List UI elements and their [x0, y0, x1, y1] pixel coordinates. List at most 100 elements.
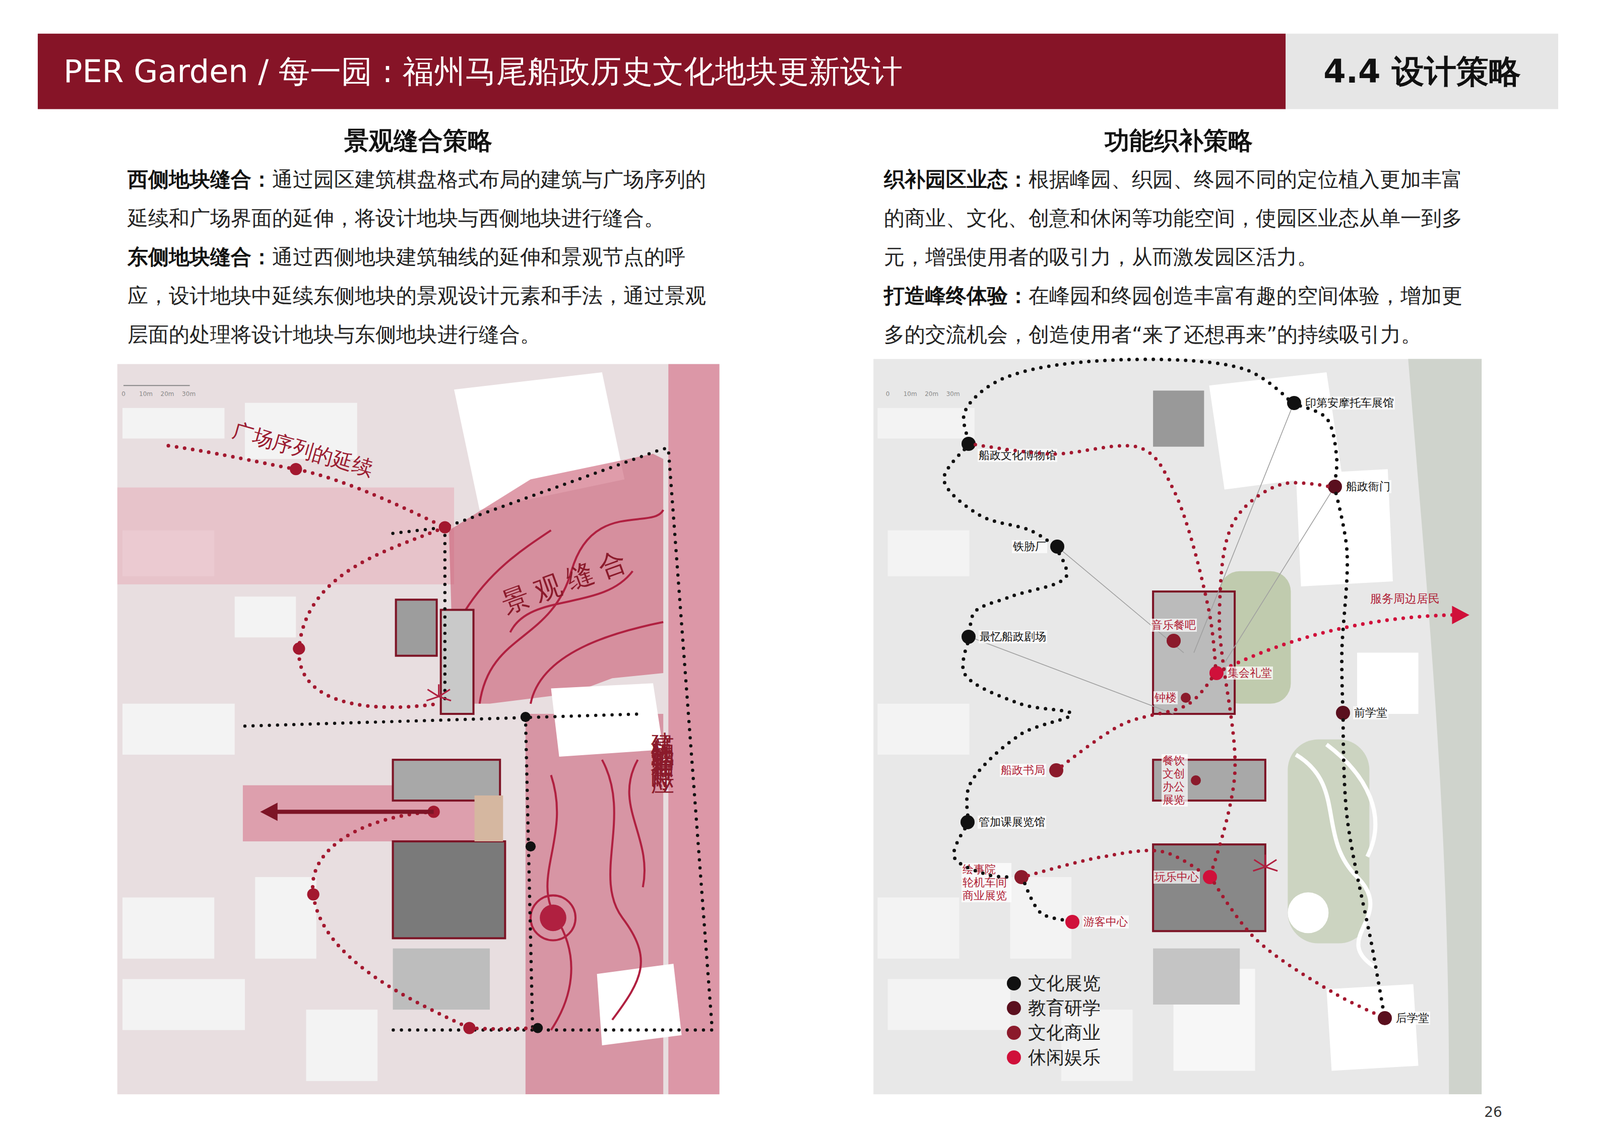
site-plan: [1326, 984, 1419, 1071]
site-plan: [1061, 1009, 1133, 1082]
point-label: 印第安摩托车展馆: [1304, 396, 1395, 410]
site-plan: [393, 759, 501, 801]
section-number: 4.4 设计策略: [1323, 49, 1521, 94]
bell-tower-symbol: [438, 696, 452, 701]
site-plan: [1357, 653, 1419, 715]
site-plan: [877, 897, 959, 959]
site-plan: [122, 704, 235, 755]
bell-tower-symbol: [1265, 860, 1277, 868]
site-plan: [1208, 372, 1342, 490]
leader-line: [968, 403, 1335, 715]
site-plan: [393, 841, 506, 939]
site-plan: [1153, 844, 1266, 932]
bell-tower-symbol: [427, 689, 439, 697]
header-bar: [37, 33, 1286, 110]
site-plan: [1010, 877, 1072, 959]
node-dot: [438, 521, 452, 534]
route-line: [1300, 406, 1337, 480]
plaza-sequence: [298, 527, 445, 708]
site-plan: [1153, 390, 1204, 447]
bell-tower-symbol: [1254, 860, 1266, 868]
site-point: 最忆船政剧场: [961, 629, 976, 645]
site-point: 餐饮 文创 办公 展览: [1190, 775, 1201, 786]
site-point: 前学堂: [1335, 706, 1351, 721]
legend-label: 休闲娱乐: [1028, 1047, 1101, 1068]
annotation: 景观缝合: [496, 540, 639, 623]
site-point: 铁胁厂: [1050, 539, 1065, 554]
paragraph: 西侧地块缝合：通过园区建筑棋盘格式布局的建筑与广场序列的延续和广场界面的延伸，将…: [127, 160, 715, 238]
annotation: 广场序列的延续: [229, 416, 376, 484]
header-bar: [37, 33, 1559, 110]
axis-line: [244, 714, 644, 727]
lead-in: 东侧地块缝合：: [127, 244, 273, 270]
service-arrow: [1216, 605, 1470, 674]
site-plan: [449, 454, 664, 704]
site-plan: [1408, 359, 1482, 1096]
bell-tower-symbol: [426, 684, 452, 701]
axis-line: [244, 449, 713, 1031]
route-line: [970, 553, 1067, 630]
scale-label: 20m: [924, 390, 939, 398]
site-plan: [877, 408, 975, 439]
point-label: 最忆船政剧场: [978, 630, 1048, 644]
point-label: 游客中心: [1082, 915, 1129, 929]
lead-in: 西侧地块缝合：: [127, 167, 273, 192]
site-point: 后学堂: [1377, 1011, 1392, 1026]
site-point: 印第安摩托车展馆: [1287, 396, 1302, 411]
text-block: 织补园区业态：根据峰园、织园、终园不同的定位植入更加丰富的商业、文化、创意和休闲…: [883, 160, 1477, 355]
bell-tower-symbol: [437, 684, 440, 697]
point-label: 铁胁厂: [1011, 540, 1048, 554]
point-label: 前学堂: [1353, 706, 1389, 720]
axis-line: [393, 449, 713, 1031]
scale-label: 10m: [903, 390, 918, 398]
route-line: [963, 643, 1072, 816]
point-label: 玩乐中心: [1153, 870, 1200, 884]
site-plan: [254, 877, 316, 959]
point-label: 集会礼堂: [1226, 666, 1273, 680]
node-dot: [463, 1021, 476, 1035]
direction-arrow: [260, 802, 278, 821]
site-plan: [530, 895, 576, 941]
site-plan: [547, 775, 571, 1031]
text-block: 西侧地块缝合：通过园区建筑棋盘格式布局的建筑与广场序列的延续和广场界面的延伸，将…: [127, 160, 715, 355]
legend-swatch: [1006, 1001, 1021, 1016]
site-plan: [305, 1009, 378, 1082]
route-line: [1028, 850, 1204, 876]
scale-bar: [123, 385, 190, 387]
site-plan: [1287, 892, 1329, 934]
section-heading: 景观缝合策略: [344, 124, 493, 158]
lead-in: 打造峰终体验：: [883, 283, 1029, 308]
scale-bar: [123, 385, 954, 387]
bell-tower-symbol: [1253, 854, 1278, 871]
point-label: 船政衙门: [1345, 480, 1392, 494]
legend-label: 文化商业: [1028, 1022, 1101, 1044]
site-plan: [887, 530, 970, 577]
node-dot: [532, 1022, 543, 1034]
point-label: 餐饮 文创 办公 展览: [1161, 754, 1188, 807]
point-label: 管加课展览馆: [977, 815, 1047, 829]
plaza-sequence: [168, 445, 538, 1030]
site-plan: [122, 408, 225, 439]
site-plan: [234, 596, 296, 638]
scale-label: 30m: [946, 390, 960, 398]
site-plan: [117, 487, 455, 585]
service-arrow: [1451, 605, 1469, 624]
site-point: 音乐餐吧: [1166, 633, 1181, 649]
bell-tower-symbol: [438, 689, 451, 697]
site-plan: [117, 364, 720, 1095]
page-title: PER Garden / 每一园 : 福州马尾船政历史文化地块更新设计: [63, 33, 903, 110]
legend-label: 教育研学: [1028, 998, 1101, 1019]
site-plan: [539, 905, 567, 932]
paragraph: 打造峰终体验：在峰园和终园创造丰富有趣的空间体验，增加更多的交流机会，创造使用者…: [883, 276, 1477, 355]
node-dot: [289, 463, 302, 476]
site-plan: [122, 979, 245, 1031]
node-dot: [520, 712, 531, 723]
legend-swatch: [1006, 1026, 1021, 1041]
paragraph: 东侧地块缝合：通过西侧地块建筑轴线的延伸和景观节点的呼应，设计地块中延续东侧地块…: [127, 237, 715, 355]
node-dot: [306, 888, 319, 901]
site-plan: [629, 759, 645, 888]
site-plan: [122, 897, 215, 959]
node-dot: [525, 841, 536, 852]
direction-arrow: [260, 802, 434, 821]
